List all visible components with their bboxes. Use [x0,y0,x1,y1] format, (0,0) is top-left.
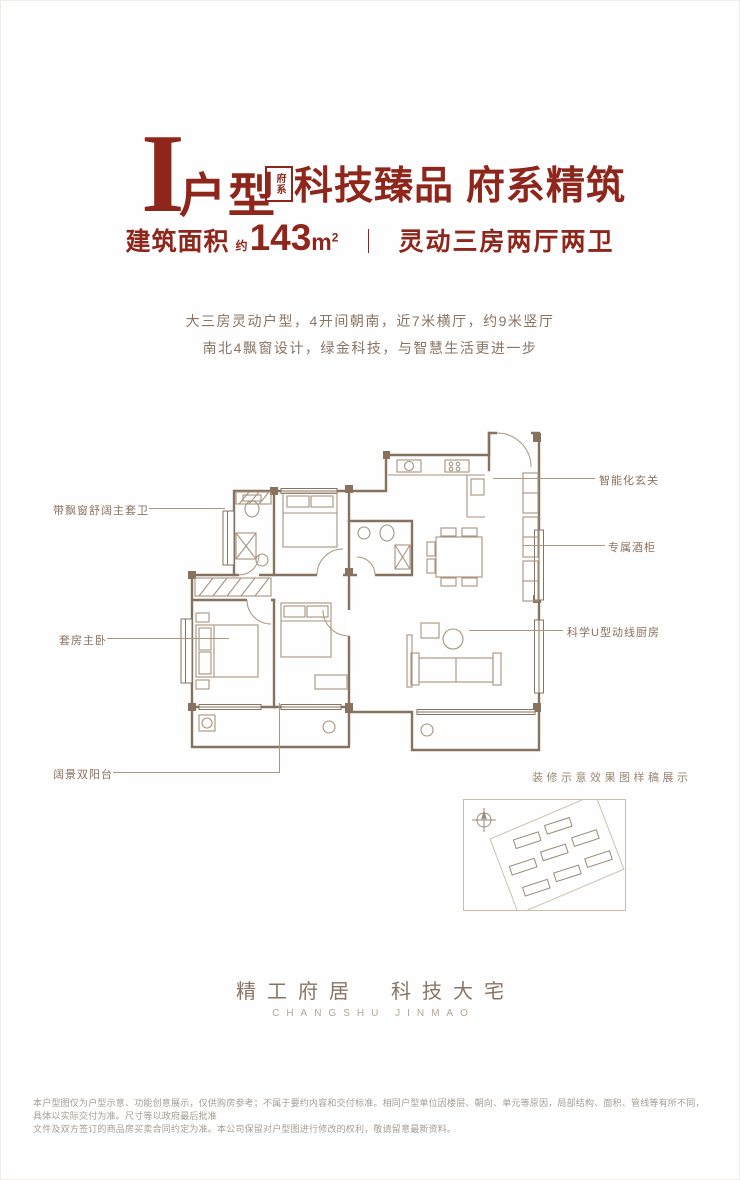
area-label: 建筑面积 [125,228,230,256]
series-badge-text: 府系 [274,173,285,195]
brand-english: CHANGSHU JINMAO [272,1008,475,1019]
leader-double-balcony-h [113,772,280,773]
compass-icon [472,808,496,832]
siteplan-box [463,793,626,915]
leader-master-bath [149,508,225,509]
brand-chinese: 精工府居 科技大宅 [236,981,515,1003]
area-approx: 约 [235,239,248,253]
type-word: 户型 [179,169,277,222]
headline: 科技臻品 府系精筑 [294,165,626,208]
area-value: 143 [249,217,312,258]
siteplan-caption: 装修示意效果图样稿展示 [532,772,692,784]
disclaimer: 本户型图仅为户型示意、功能创意展示，仅供购房参考；不属于要约内容和交付标准。相同… [33,1097,711,1136]
label-double-balcony: 阔景双阳台 [53,769,113,781]
label-master-bedroom: 套房主卧 [59,635,107,647]
separator: ｜ [356,229,381,256]
label-wine-cabinet: 专属酒柜 [608,542,656,554]
layout-text: 灵动三房两厅两卫 [398,228,615,256]
label-master-bath: 带飘窗舒阔主套卫 [53,505,149,517]
leader-wine-cabinet [523,545,605,546]
description-line2: 南北4飘窗设计，绿金科技，与智慧生活更进一步 [202,340,538,356]
description: 大三房灵动户型，4开间朝南，近7米横厅，约9米竖厅 南北4飘窗设计，绿金科技，与… [1,308,739,362]
furniture [194,459,539,737]
disclaimer-line2: 文件及双方签订的商品房买卖合同约定为准。本公司保留对户型图进行修改的权利，敬请留… [33,1124,457,1134]
siteplan-svg [472,793,625,915]
leader-master-bedroom [107,638,229,639]
leader-u-kitchen [469,630,563,631]
type-letter: I [141,112,185,236]
area-row: 建筑面积 约 143 m2 ｜ 灵动三房两厅两卫 [1,217,739,259]
description-line1: 大三房灵动户型，4开间朝南，近7米横厅，约9米竖厅 [185,313,555,329]
site-buildings [489,793,625,915]
label-u-kitchen: 科学U型动线厨房 [567,627,660,639]
label-smart-foyer: 智能化玄关 [599,475,659,487]
windows [180,488,544,715]
leader-smart-foyer [493,478,595,479]
leader-double-balcony-v [279,703,280,772]
floorplan-svg [180,430,544,752]
floorplan [159,425,551,766]
area-unit: m2 [311,229,339,255]
doors [238,430,532,637]
series-badge: 府系 [265,166,293,202]
disclaimer-line1: 本户型图仅为户型示意、功能创意展示，仅供购房参考；不属于要约内容和交付标准。相同… [33,1098,705,1121]
